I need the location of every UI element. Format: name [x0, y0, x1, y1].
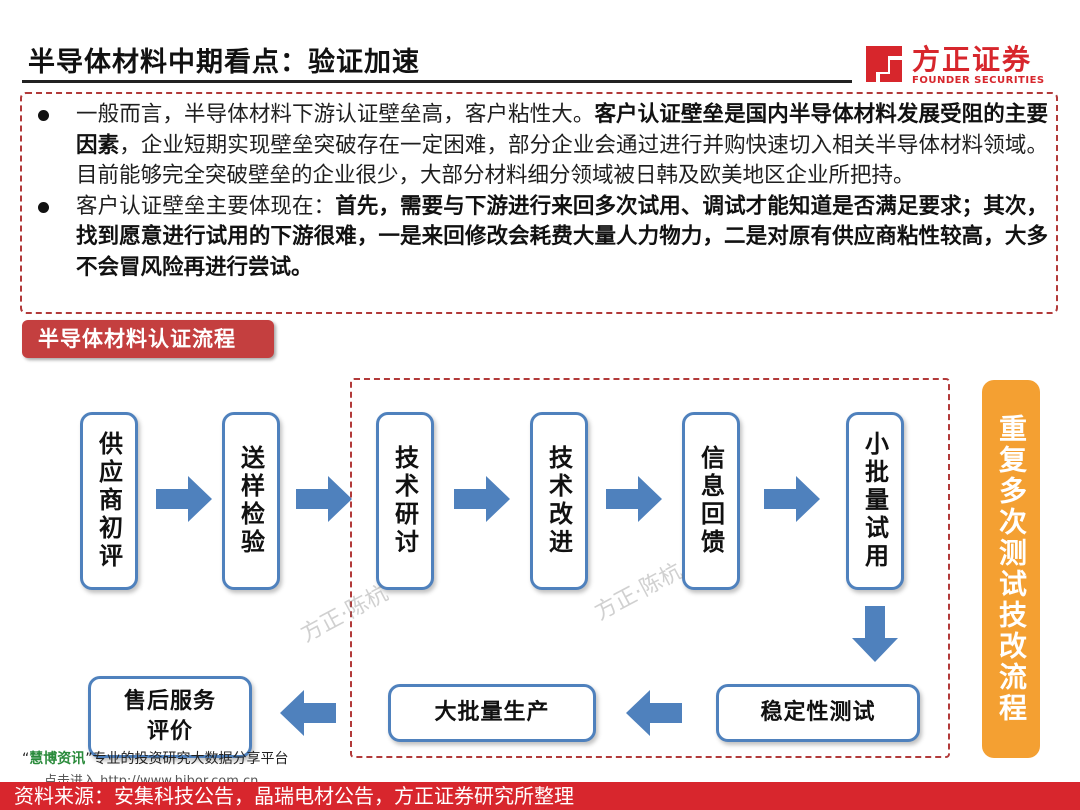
arrow-right-icon [606, 476, 662, 522]
source-note: 资料来源：安集科技公告，晶瑞电材公告，方正证券研究所整理 [14, 784, 574, 808]
step-sample-inspection: 送样检验 [222, 412, 280, 590]
bullet-2-text: 客户认证壁垒主要体现在： [76, 193, 336, 219]
step-after-sales-evaluation: 售后服务 评价 [88, 676, 252, 758]
logo-english-name: FOUNDER SECURITIES [912, 75, 1045, 86]
page-title: 半导体材料中期看点：验证加速 [28, 47, 420, 78]
step-stability-test: 稳定性测试 [716, 684, 920, 742]
step-information-feedback: 信息回馈 [682, 412, 740, 590]
founder-logo-icon [866, 46, 902, 82]
arrow-right-icon [454, 476, 510, 522]
repeat-process-label: 重复多次测试技改流程 [995, 414, 1028, 724]
arrow-left-icon [626, 690, 682, 736]
bullet-item-1: 一般而言，半导体材料下游认证壁垒高，客户粘性大。客户认证壁垒是国内半导体材料发展… [30, 100, 1048, 192]
arrow-right-icon [156, 476, 212, 522]
arrow-down-icon [852, 606, 898, 662]
arrow-left-icon [280, 690, 336, 736]
bullet-item-2: 客户认证壁垒主要体现在：首先，需要与下游进行来回多次试用、调试才能知道是否满足要… [30, 192, 1048, 284]
section-tab-certification-flow: 半导体材料认证流程 [22, 320, 274, 358]
step-supplier-evaluation: 供应商初评 [80, 412, 138, 590]
bullet-2-bold: 首先，需要与下游进行来回多次试用、调试才能知道是否满足要求；其次，找到愿意进行试… [76, 193, 1048, 280]
summary-box: 一般而言，半导体材料下游认证壁垒高，客户粘性大。客户认证壁垒是国内半导体材料发展… [20, 92, 1058, 314]
step-label: 技术研讨 [390, 445, 419, 557]
title-divider [22, 80, 852, 83]
step-label: 供应商初评 [94, 431, 123, 571]
step-label: 大批量生产 [434, 700, 550, 725]
step-technical-improvement: 技术改进 [530, 412, 588, 590]
arrow-right-icon [296, 476, 352, 522]
step-label: 稳定性测试 [760, 700, 876, 725]
founder-logo: 方正证券 FOUNDER SECURITIES [862, 38, 1062, 92]
bullet-1-bold: 客户认证壁垒是国内半导体材料发展受阻的主要因素 [76, 102, 1048, 158]
step-label: 送样检验 [236, 445, 265, 557]
step-mass-production: 大批量生产 [388, 684, 596, 742]
step-small-batch-trial: 小批量试用 [846, 412, 904, 590]
iteration-region [350, 378, 950, 758]
platform-slogan: 专业的投资研究大数据分享平台 [92, 751, 289, 767]
footer-bar [0, 782, 1080, 810]
platform-note: “慧博资讯”专业的投资研究大数据分享平台 [22, 748, 289, 768]
quote-close: ” [85, 751, 93, 767]
repeat-process-box: 重复多次测试技改流程 [982, 380, 1040, 758]
bullet-1-text: 一般而言，半导体材料下游认证壁垒高，客户粘性大。 [76, 102, 595, 127]
step-label: 信息回馈 [696, 445, 725, 557]
step-label-line2: 评价 [146, 719, 193, 744]
bullet-1-rest: ，企业短期实现壁垒突破存在一定困难，部分企业会通过进行并购快速切入相关半导体材料… [76, 132, 1048, 189]
arrow-right-icon [764, 476, 820, 522]
step-label: 技术改进 [544, 445, 573, 557]
logo-chinese-name: 方正证券 [912, 43, 1033, 76]
step-label-line1: 售后服务 [123, 689, 216, 714]
bullet-dot-icon [38, 110, 49, 121]
bullet-dot-icon [38, 201, 49, 213]
platform-name: 慧博资讯 [29, 751, 86, 767]
step-technical-discussion: 技术研讨 [376, 412, 434, 590]
quote-open: “ [22, 751, 30, 767]
step-label: 小批量试用 [860, 431, 889, 571]
